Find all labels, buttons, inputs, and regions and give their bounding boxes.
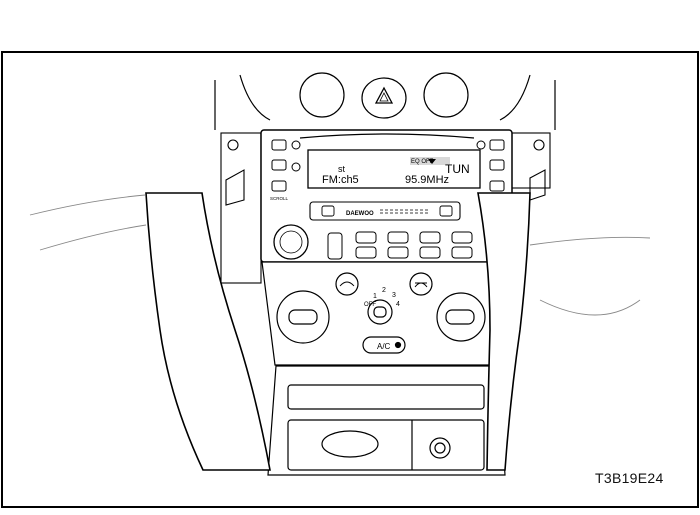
preset-button-7[interactable]	[451, 231, 473, 244]
preset-button-3[interactable]	[419, 231, 441, 244]
display-st: st	[338, 164, 346, 174]
ac-button[interactable]	[362, 336, 406, 354]
brand-label: DAEWOO	[346, 211, 374, 217]
radio-left-indicator-2	[291, 162, 301, 172]
preset-button-6[interactable]	[419, 246, 441, 259]
radio-right-button-3[interactable]	[489, 180, 505, 192]
radio-left-button-1[interactable]	[271, 139, 287, 151]
display-band-channel: FM:ch5	[322, 174, 359, 186]
climate-panel	[261, 261, 513, 366]
display-eq-off: EQ OFF	[411, 159, 434, 165]
defrost-button[interactable]	[409, 272, 433, 296]
volume-knob[interactable]	[273, 224, 309, 260]
scroll-label: SCROLL	[270, 196, 289, 201]
mode-number-1: 1	[373, 293, 377, 300]
radio-right-button-2[interactable]	[489, 159, 505, 171]
lower-tray	[287, 419, 485, 471]
side-trim-panels	[145, 192, 531, 471]
radio-unit: st EQ OFF TUN FM:ch5 95.9MHz SCROLL DAEW…	[260, 129, 513, 263]
hazard-icon	[374, 86, 394, 104]
ac-label: A/C	[377, 342, 391, 351]
radio-scroll-button[interactable]	[271, 180, 287, 192]
storage-slot	[287, 384, 485, 410]
dashboard-contours	[29, 194, 651, 316]
radio-right-indicator-1	[476, 140, 486, 150]
left-vent-knob	[299, 72, 345, 118]
preset-button-5[interactable]	[387, 246, 409, 259]
radio-left-indicator-1	[291, 140, 301, 150]
mode-number-4: 4	[396, 301, 400, 308]
left-trim-panel	[145, 192, 271, 471]
display-frequency: 95.9MHz	[405, 174, 449, 186]
brand-strip	[309, 201, 461, 221]
ashtray-cover[interactable]	[321, 430, 379, 458]
display-mode: TUN	[445, 162, 470, 176]
brand-strip-left-button[interactable]	[321, 205, 335, 217]
radio-display	[307, 149, 481, 189]
preset-rocker[interactable]	[327, 232, 343, 260]
cd-slot	[299, 133, 475, 139]
figure-reference-code: T3B19E24	[595, 470, 664, 486]
recirc-button[interactable]	[335, 272, 359, 296]
right-vent-knob	[423, 72, 469, 118]
preset-button-1[interactable]	[355, 231, 377, 244]
power-outlet[interactable]	[429, 437, 451, 459]
radio-eject-button[interactable]	[489, 139, 505, 151]
mode-number-2: 2	[382, 287, 386, 294]
lower-console	[267, 365, 506, 476]
right-trim-panel	[477, 192, 531, 471]
radio-left-button-2[interactable]	[271, 159, 287, 171]
display-arrow-icon	[428, 159, 436, 164]
mode-dial-off: OFF	[364, 302, 376, 308]
upper-dash	[214, 72, 556, 130]
hazard-button-surround	[361, 77, 407, 119]
preset-button-8[interactable]	[451, 246, 473, 259]
mode-number-3: 3	[392, 292, 396, 299]
brand-strip-eject-button[interactable]	[439, 205, 453, 217]
preset-button-2[interactable]	[387, 231, 409, 244]
preset-button-4[interactable]	[355, 246, 377, 259]
